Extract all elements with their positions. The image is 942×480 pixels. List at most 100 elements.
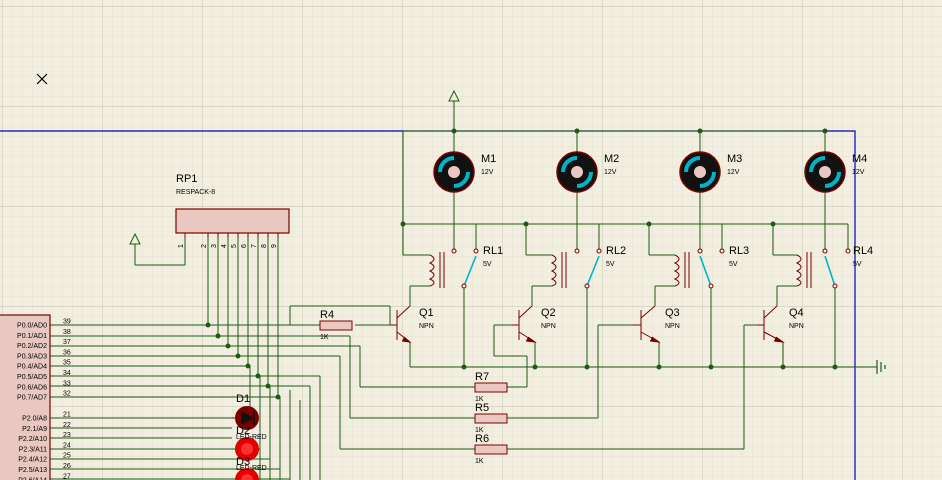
port0-pin-name: P0.2/AD2 [17, 343, 47, 350]
port0-pin-number: 32 [63, 391, 71, 398]
port0-pin-name: P0.7/AD7 [17, 395, 47, 402]
resistor-value: 1K [320, 334, 329, 341]
port2-pin-number: 21 [63, 412, 71, 419]
port0-pin-number: 33 [63, 380, 71, 387]
relay-value: 5V [729, 261, 738, 268]
transistor-ref: Q1 [419, 307, 434, 319]
port0-pin-name: P0.5/AD5 [17, 374, 47, 381]
transistor-q1[interactable]: Q1 NPN [390, 305, 434, 343]
relay-ref: RL1 [483, 245, 503, 257]
relay-value: 5V [606, 261, 615, 268]
rp1-ref: RP1 [176, 173, 197, 185]
resistor-r6[interactable]: R6 1K [474, 433, 508, 465]
transistor-ref: Q3 [665, 307, 680, 319]
cross-marker-icon [36, 73, 48, 85]
motor-ref: M2 [604, 153, 619, 165]
port0-pin-number: 37 [63, 339, 71, 346]
relay-rl1[interactable]: RL1 5V [428, 245, 503, 289]
relay-value: 5V [853, 261, 862, 268]
motor-m3[interactable]: M3 12V [679, 151, 742, 193]
led-value: LED-RED [236, 465, 267, 472]
motor-ref: M1 [481, 153, 496, 165]
port2-pin-number: 24 [63, 442, 71, 449]
rp1-pin: 7 [251, 244, 258, 248]
transistor-value: NPN [541, 323, 556, 330]
relay-rl4[interactable]: RL4 5V [795, 245, 873, 289]
transistor-value: NPN [789, 323, 804, 330]
port0-pin-number: 35 [63, 360, 71, 367]
relay-ref: RL4 [853, 245, 873, 257]
transistor-q4[interactable]: Q4 NPN [757, 305, 804, 343]
port0-pin-name: P0.1/AD1 [17, 333, 47, 340]
port0-pin-number: 34 [63, 370, 71, 377]
motor-ref: M4 [852, 153, 867, 165]
motor-value: 12V [604, 169, 617, 176]
relay-ref: RL2 [606, 245, 626, 257]
resistor-ref: R5 [475, 402, 489, 414]
port0-pin-name: P0.3/AD3 [17, 353, 47, 360]
led-d2[interactable]: D2 LED-RED [235, 425, 267, 461]
led-d1[interactable]: D1 [232, 393, 259, 430]
port2-pin-number: 22 [63, 422, 71, 429]
motor-ref: M3 [727, 153, 742, 165]
port2-pin-number: 26 [63, 463, 71, 470]
port2-pin-number: 27 [63, 473, 71, 480]
port0-pin-number: 38 [63, 329, 71, 336]
led-ref: D1 [236, 393, 250, 405]
port0-pin-number: 39 [63, 319, 71, 326]
port2-pin-name: P2.5/A13 [18, 467, 47, 474]
rp1-pin: 9 [271, 244, 278, 248]
motor-m1[interactable]: M1 12V [433, 151, 496, 193]
led-value: LED-RED [236, 434, 267, 441]
rp1-pin: 2 [201, 244, 208, 248]
relay-ref: RL3 [729, 245, 749, 257]
rp1-pin: 1 [178, 244, 185, 248]
junction-dots [205, 128, 838, 400]
rp1-pin: 6 [241, 244, 248, 248]
rp1-value: RESPACK-8 [176, 189, 215, 196]
rp1-pin: 3 [211, 244, 218, 248]
ground-icon [876, 360, 886, 374]
port2-pin-number: 23 [63, 432, 71, 439]
port2-pin-name: P2.1/A9 [22, 426, 47, 433]
transistor-q2[interactable]: Q2 NPN [512, 305, 556, 343]
transistor-q3[interactable]: Q3 NPN [633, 305, 680, 343]
rp1-pin: 8 [261, 244, 268, 248]
resistor-value: 1K [475, 458, 484, 465]
port2-pin-name: P2.4/A12 [18, 457, 47, 464]
port2-pin-name: P2.0/A8 [22, 416, 47, 423]
resistor-ref: R4 [320, 309, 334, 321]
transistor-value: NPN [419, 323, 434, 330]
rp1-pin: 4 [221, 244, 228, 248]
motor-value: 12V [481, 169, 494, 176]
port2-pin-number: 25 [63, 453, 71, 460]
resistor-pack-rp1[interactable]: RP1 RESPACK-8 1 2 3 4 5 6 7 8 9 [175, 173, 290, 248]
transistor-ref: Q2 [541, 307, 556, 319]
motor-value: 12V [727, 169, 740, 176]
resistor-r4[interactable]: R4 1K [319, 309, 353, 341]
motor-m4[interactable]: M4 12V [804, 151, 867, 193]
port0-pin-number: 36 [63, 349, 71, 356]
rp1-pin: 5 [231, 244, 238, 248]
port2-pin-name: P2.2/A10 [18, 436, 47, 443]
relay-rl3[interactable]: RL3 5V [673, 245, 749, 289]
resistor-ref: R6 [475, 433, 489, 445]
port2-pin-name: P2.6/A14 [18, 477, 47, 480]
port0-pin-name: P0.0/AD0 [17, 323, 47, 330]
resistor-r5[interactable]: R5 1K [474, 402, 508, 434]
led-d3[interactable]: D3 LED-RED [235, 456, 267, 480]
resistor-value: 1K [475, 396, 484, 403]
resistor-ref: R7 [475, 371, 489, 383]
port2-pin-name: P2.3/A11 [19, 446, 47, 453]
resistor-r7[interactable]: R7 1K [474, 371, 508, 403]
motor-value: 12V [852, 169, 865, 176]
motor-m2[interactable]: M2 12V [556, 151, 619, 193]
transistor-ref: Q4 [789, 307, 804, 319]
led-ref: D2 [236, 425, 250, 437]
relay-value: 5V [483, 261, 492, 268]
relay-rl2[interactable]: RL2 5V [550, 245, 626, 289]
